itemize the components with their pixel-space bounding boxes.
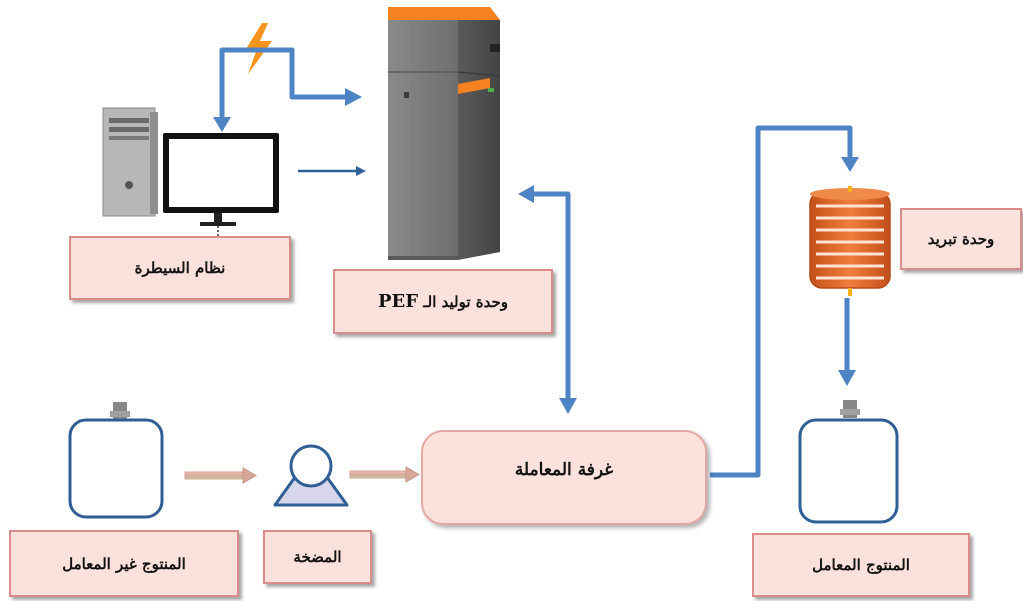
arrow-head-to-monitor — [213, 117, 231, 132]
computer-monitor-icon — [163, 133, 279, 236]
pef-generator-prefix: وحدة توليد الـ — [423, 293, 509, 311]
unprocessed-product-label: المنتوج غير المعامل — [9, 530, 239, 597]
chamber-to-cooling-line — [710, 125, 853, 478]
arrow-head-to-chamber-down — [559, 398, 577, 414]
flow-arrow-container-to-pump — [184, 467, 258, 484]
pef-generator-cabinet-icon — [388, 7, 501, 260]
control-system-label: نظام السيطرة — [69, 236, 291, 300]
power-feed-line — [219, 47, 348, 122]
generator-chamber-link — [530, 191, 571, 400]
processed-product-label: المنتوج المعامل — [752, 533, 970, 597]
pump-icon — [273, 444, 349, 507]
pump-text: المضخة — [293, 548, 342, 566]
treatment-chamber-text: غرفة المعاملة — [514, 460, 614, 480]
arrow-head-to-generator-left — [518, 185, 534, 203]
pump-label: المضخة — [263, 530, 372, 584]
arrow-head-to-product — [838, 370, 856, 386]
unprocessed-product-text: المنتوج غير المعامل — [62, 554, 186, 573]
cooling-coil-icon — [809, 186, 891, 296]
computer-tower-icon — [102, 107, 158, 217]
treatment-chamber: غرفة المعاملة — [421, 430, 707, 525]
arrow-head-to-cooling — [841, 157, 859, 172]
pef-generator-text: وحدة توليد الـ PEF — [378, 291, 508, 312]
cooling-unit-text: وحدة تبريد — [927, 230, 995, 248]
unprocessed-product-container-icon — [68, 402, 164, 519]
pef-generator-label: وحدة توليد الـ PEF — [333, 269, 553, 334]
pef-acronym: PEF — [378, 291, 419, 312]
control-signal-arrow-head — [356, 166, 366, 176]
arrow-head-to-generator — [345, 88, 362, 106]
processed-product-container-icon — [798, 400, 899, 524]
flow-arrow-pump-to-chamber — [349, 466, 421, 483]
processed-product-text: المنتوج المعامل — [812, 556, 910, 574]
control-system-text: نظام السيطرة — [134, 259, 226, 277]
cooling-unit-label: وحدة تبريد — [900, 208, 1022, 270]
